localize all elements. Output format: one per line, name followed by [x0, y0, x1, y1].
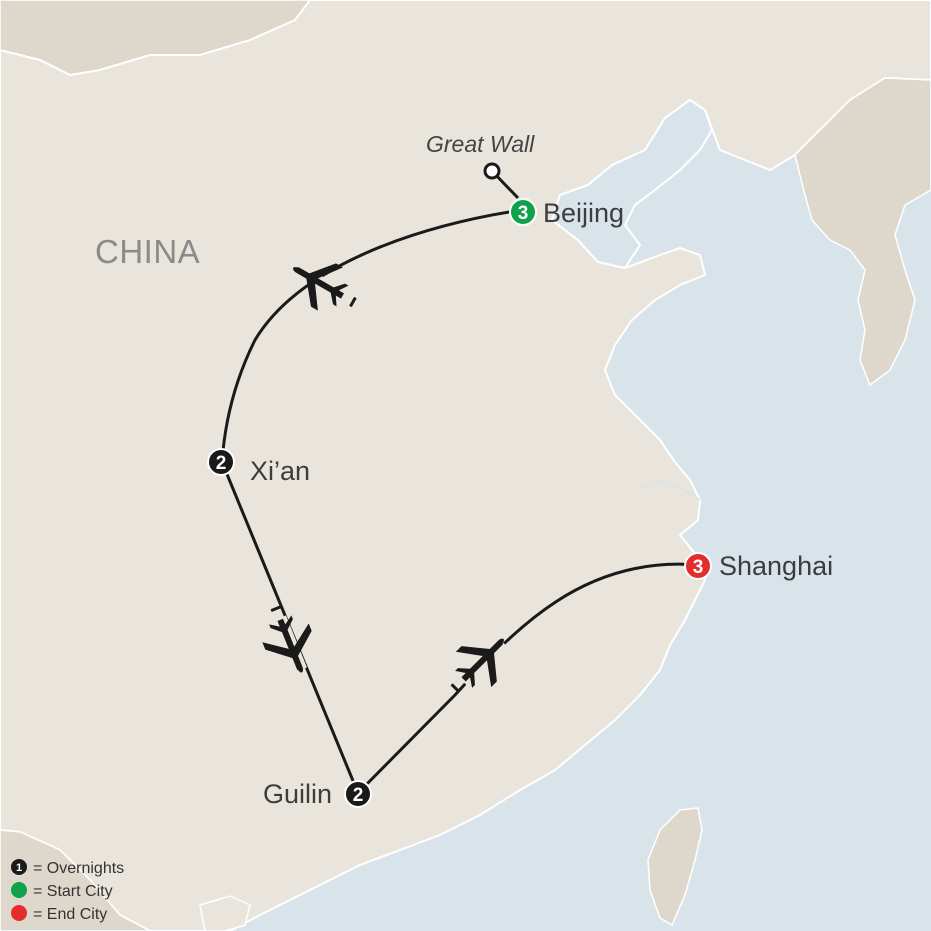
legend-overnights: 1 = Overnights: [11, 859, 124, 877]
hainan-island: [199, 895, 251, 931]
city-shanghai[interactable]: 3 Shanghai: [684, 551, 833, 581]
start-city-badge: [11, 882, 27, 898]
plane-icon: [292, 262, 357, 311]
korea-land: [794, 77, 931, 387]
end-city-badge: [684, 552, 712, 580]
overnights-count: 2: [216, 453, 227, 474]
vietnam-land: [0, 829, 151, 931]
legend-end-label: = End City: [33, 906, 107, 923]
city-label: Shanghai: [719, 551, 833, 581]
bohai-sea: [550, 98, 714, 270]
end-city-badge: [11, 905, 27, 921]
great-wall-label: Great Wall: [426, 131, 535, 157]
country-label: CHINA: [95, 233, 200, 270]
overnights-count: 3: [693, 557, 704, 578]
map-legend: 1 = Overnights = Start City = End City: [11, 859, 124, 923]
legend-start-city: = Start City: [11, 882, 113, 900]
legend-start-label: = Start City: [33, 883, 113, 900]
city-label: Guilin: [263, 779, 332, 809]
legend-overnights-label: = Overnights: [33, 860, 124, 877]
start-city-badge: [509, 198, 537, 226]
city-guilin[interactable]: 2 Guilin: [263, 779, 372, 809]
taiwan-island: [647, 807, 703, 927]
overnights-count: 3: [518, 203, 529, 224]
yangtze-river: [639, 478, 701, 501]
great-wall-marker: [483, 162, 501, 180]
route-beijing-xian: [220, 208, 523, 463]
city-label: Xi’an: [250, 456, 310, 486]
city-label: Beijing: [543, 198, 624, 228]
legend-overnights-num: 1: [16, 862, 22, 874]
overnight-badge: [11, 859, 27, 875]
overnight-badge: [344, 780, 372, 808]
city-xian[interactable]: 2 Xi’an: [207, 448, 310, 486]
plane-icon: [450, 636, 507, 693]
city-beijing[interactable]: 3 Beijing: [509, 198, 624, 228]
overnights-count: 2: [353, 785, 364, 806]
overnight-badge: [207, 448, 235, 476]
legend-end-city: = End City: [11, 905, 107, 923]
plane-icon: [262, 605, 312, 673]
